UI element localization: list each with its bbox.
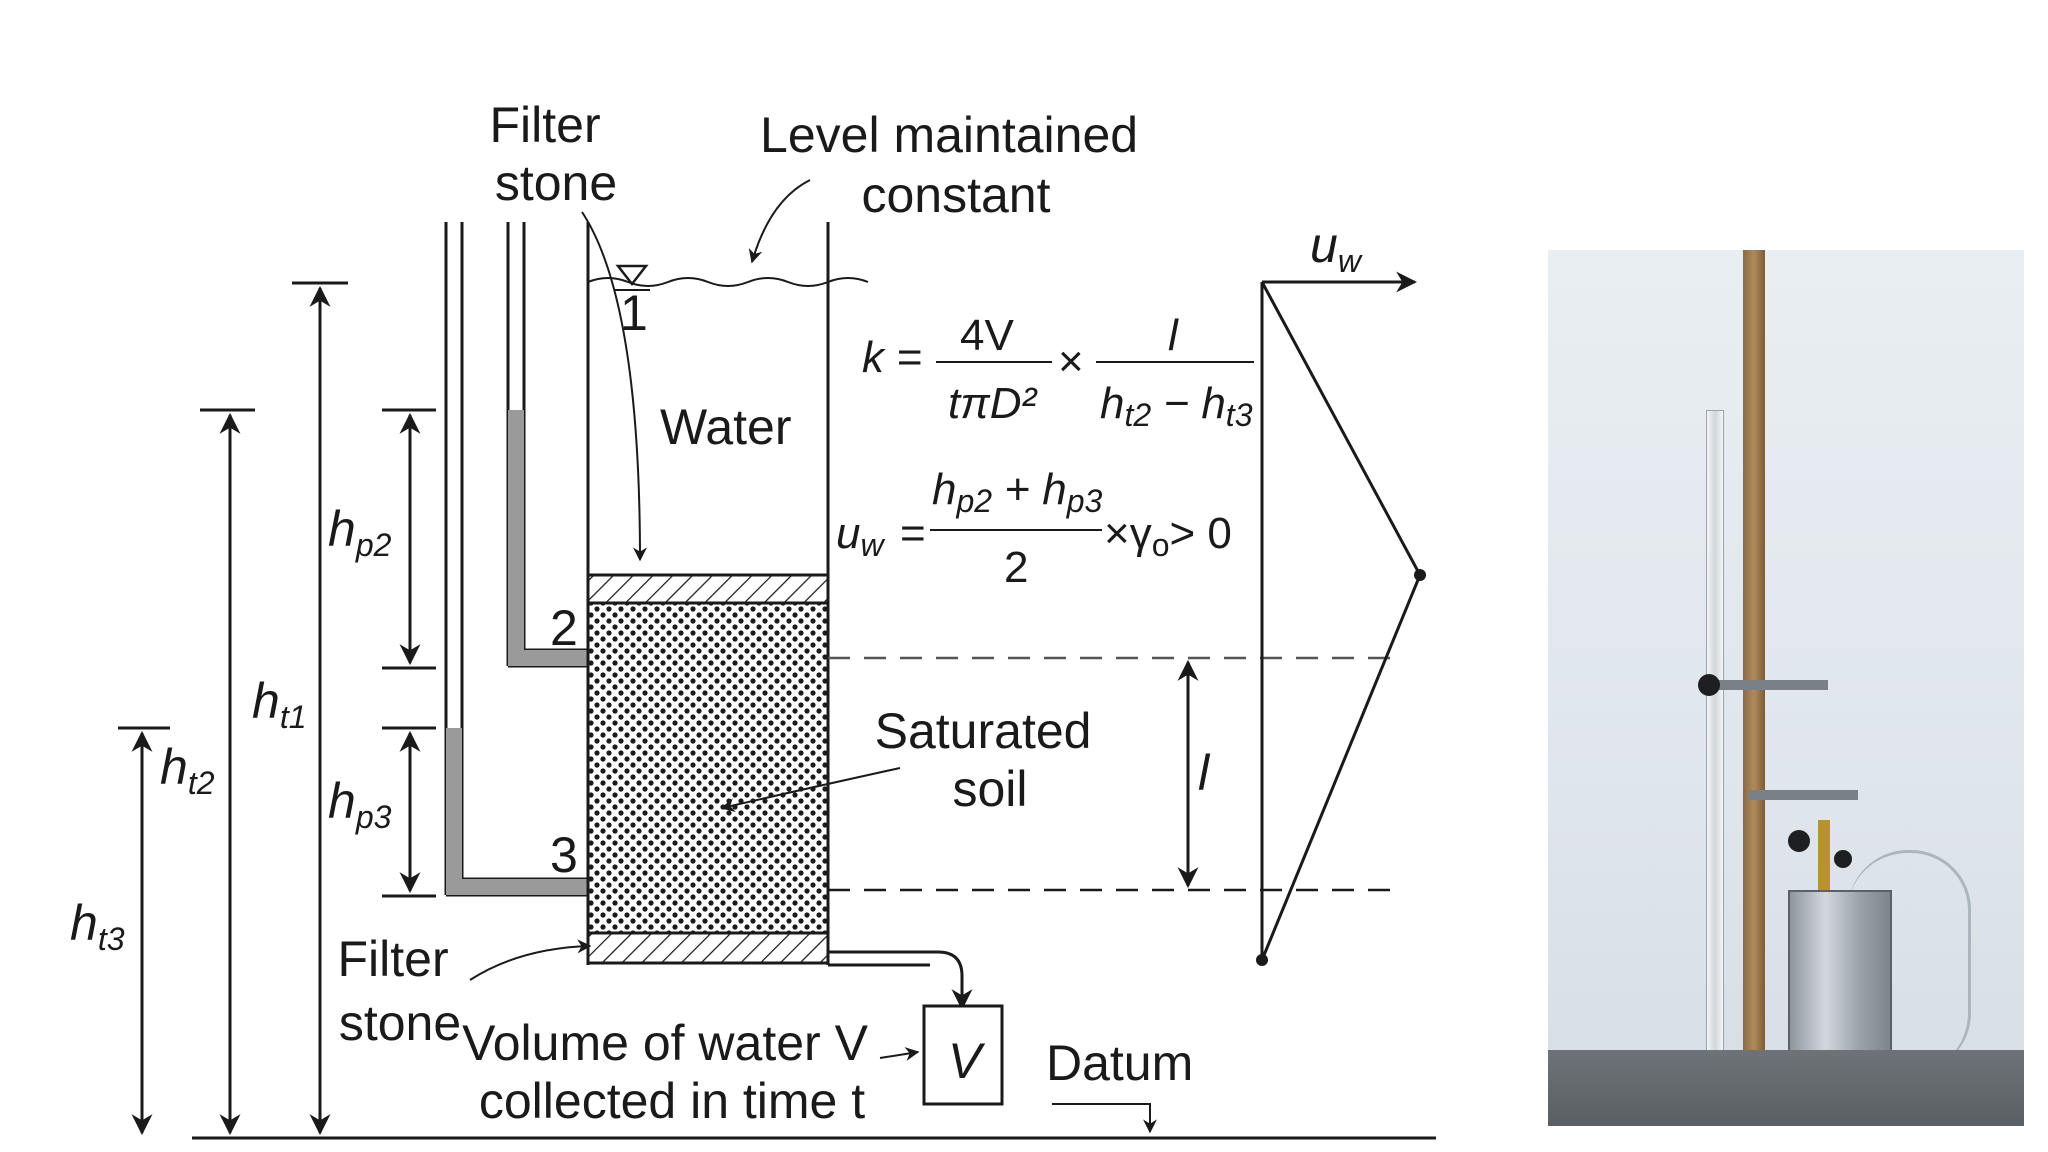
svg-text:2: 2: [1004, 543, 1028, 592]
saturated-soil-sample: [586, 601, 830, 935]
point-1-label: 1: [620, 285, 648, 341]
head-ht2-dimension: [200, 408, 255, 1136]
svg-text:4V: 4V: [960, 311, 1014, 360]
flexible-tubing: [1848, 850, 1971, 1073]
label-hp2: hp2: [328, 501, 392, 563]
piezometer-2: [506, 222, 588, 668]
label-uw-axis: uw: [1310, 217, 1363, 279]
head-hp3-dimension: [382, 726, 436, 898]
label-level-maintained: Level maintained constant: [760, 107, 1152, 223]
pore-pressure-diagram: [1256, 271, 1426, 966]
point-3-label: 3: [550, 827, 578, 883]
piezometer-3: [444, 222, 588, 897]
head-ht3-dimension: [118, 726, 170, 1136]
head-hp2-dimension: [382, 408, 436, 670]
svg-text:l: l: [1168, 311, 1179, 360]
filter-stone-top: [586, 573, 830, 605]
clamp-knob-upper: [1698, 674, 1720, 696]
label-ht3: ht3: [70, 895, 125, 957]
label-saturated-soil: Saturated soil: [875, 703, 1106, 817]
filter-stone-bottom: [586, 931, 830, 965]
label-hp3: hp3: [328, 773, 392, 835]
svg-text:=: =: [900, 509, 926, 558]
svg-text:k =: k =: [862, 333, 922, 382]
equation-uw: uw = hp2 + hp3 2 ×γo> 0: [836, 465, 1232, 592]
equation-k: k = 4V tπD² × l ht2 − ht3: [862, 311, 1254, 433]
clamp-knob-middle: [1788, 830, 1810, 852]
support-rod: [1743, 250, 1765, 1070]
label-volume-collected: Volume of water V collected in time t: [462, 1015, 882, 1129]
permeameter-cell: [1788, 890, 1892, 1074]
valve-upper: [1818, 820, 1830, 900]
point-2-label: 2: [550, 600, 578, 656]
label-l: l: [1198, 745, 1211, 801]
outlet-pipe: [828, 950, 973, 1011]
label-datum: Datum: [1046, 1035, 1193, 1091]
water-level-marker: [615, 264, 649, 287]
clamp-middle: [1748, 790, 1858, 800]
bench-surface: [1548, 1050, 2024, 1126]
svg-text:hp2 + hp3: hp2 + hp3: [932, 465, 1103, 519]
label-filter-stone-top: Filter stone: [489, 97, 617, 211]
svg-text:×: ×: [1058, 337, 1084, 386]
valve-knob: [1834, 850, 1852, 868]
label-filter-stone-bottom: Filter stone: [337, 931, 462, 1051]
collection-container: [922, 1004, 1004, 1106]
head-ht1-dimension: [292, 281, 348, 1136]
volume-symbol: V: [948, 1033, 986, 1089]
apparatus-photo: [1548, 250, 2024, 1126]
label-ht1: ht1: [252, 673, 307, 735]
svg-text:ht2 − ht3: ht2 − ht3: [1100, 379, 1253, 433]
svg-text:uw: uw: [836, 509, 885, 563]
label-ht2: ht2: [160, 739, 215, 801]
label-water: Water: [660, 399, 792, 455]
soil-column: [586, 222, 830, 965]
standpipe-burette: [1706, 410, 1724, 1052]
svg-text:×γo> 0: ×γo> 0: [1104, 509, 1232, 563]
svg-text:tπD²: tπD²: [948, 379, 1037, 428]
clamp-upper: [1708, 680, 1828, 690]
